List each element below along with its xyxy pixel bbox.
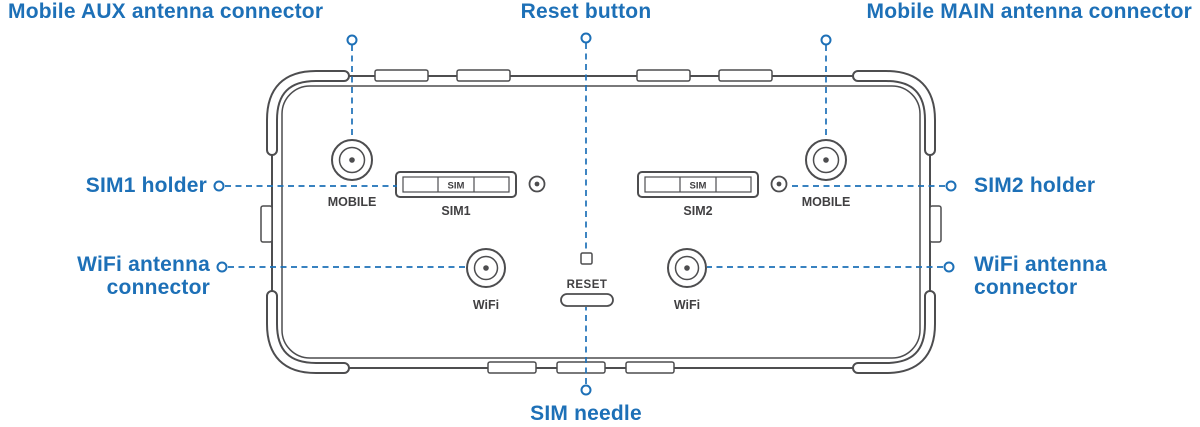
callout-sim2: SIM2 holder [974, 174, 1096, 197]
callout-wifi-left-line2: connector [106, 276, 210, 299]
wifi-left-connector [466, 248, 506, 288]
device-body [271, 75, 931, 369]
reset-label: RESET [567, 279, 608, 291]
marker-mobile-aux [346, 34, 358, 46]
wifi-right-connector [667, 248, 707, 288]
marker-wifi-right [943, 261, 955, 273]
callout-wifi-left-line1: WiFi antenna [77, 253, 210, 276]
top-tab-1 [374, 69, 429, 82]
callout-wifi-right-line2: connector [974, 276, 1078, 299]
callout-sim-needle: SIM needle [530, 402, 642, 425]
callout-mobile-aux: Mobile AUX antenna connector [8, 0, 324, 23]
bumper-top-right-fill [854, 72, 934, 154]
sim1-tray-label: SIM [448, 181, 465, 192]
marker-sim2 [945, 180, 957, 192]
wifi-right-label: WiFi [674, 298, 700, 312]
marker-sim-needle [580, 384, 592, 396]
top-tab-2 [456, 69, 511, 82]
bottom-tab-3 [625, 361, 675, 374]
mobile-main-connector [805, 139, 847, 181]
reset-button [580, 252, 593, 265]
callout-wifi-left: WiFi antenna connector [77, 253, 210, 299]
left-side-notch [260, 205, 273, 243]
top-tab-3 [636, 69, 691, 82]
bumper-bottom-right-fill [854, 292, 934, 372]
device-inner-panel [281, 85, 921, 359]
marker-wifi-left [216, 261, 228, 273]
callout-markers [213, 32, 957, 396]
callout-wifi-right: WiFi antenna connector [974, 253, 1107, 299]
sim2-slot [637, 171, 759, 198]
corner-bumpers [266, 70, 936, 374]
callout-mobile-main: Mobile MAIN antenna connector [866, 0, 1192, 23]
sim-needle-slot [560, 293, 614, 307]
sim2-label: SIM2 [683, 204, 712, 218]
callout-wifi-right-line1: WiFi antenna [974, 253, 1107, 276]
marker-mobile-main [820, 34, 832, 46]
marker-reset [580, 32, 592, 44]
wifi-left-label: WiFi [473, 298, 499, 312]
sim1-slot [395, 171, 517, 198]
bottom-tab-1 [487, 361, 537, 374]
leader-lines [225, 43, 945, 384]
bottom-tab-2 [556, 361, 606, 374]
callout-sim1: SIM1 holder [85, 174, 207, 197]
right-side-notch [929, 205, 942, 243]
mobile-left-label: MOBILE [328, 195, 377, 209]
mobile-right-label: MOBILE [802, 195, 851, 209]
top-tab-4 [718, 69, 773, 82]
bumper-top-left-fill [268, 72, 348, 154]
sim2-tray-label: SIM [690, 181, 707, 192]
device-outer-shell [271, 75, 931, 369]
sim2-eject-hole [770, 175, 788, 193]
bumper-bottom-left-fill [268, 292, 348, 372]
mobile-aux-connector [331, 139, 373, 181]
sim1-label: SIM1 [441, 204, 470, 218]
marker-sim1 [213, 180, 225, 192]
callout-reset: Reset button [520, 0, 652, 23]
device-edge-tabs [260, 69, 942, 374]
sim1-eject-hole [528, 175, 546, 193]
